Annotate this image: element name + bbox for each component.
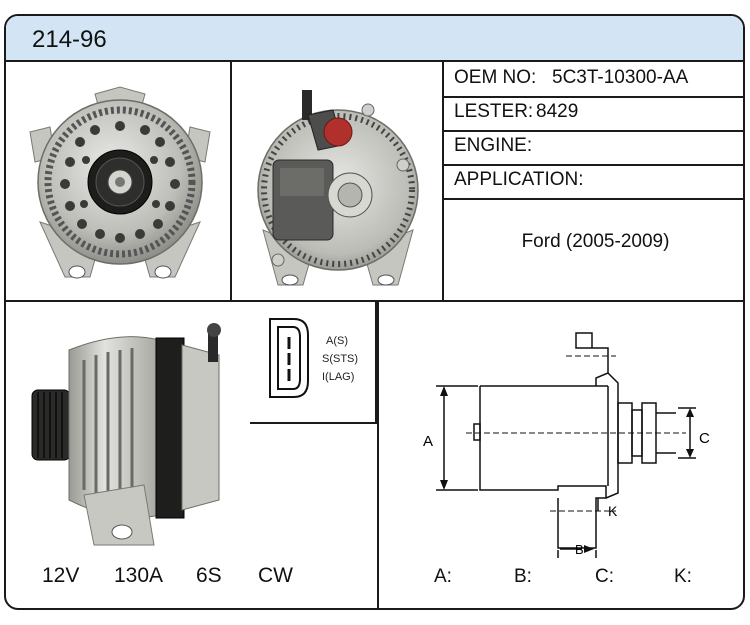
oem-label: OEM NO: [454,67,537,88]
pin-label-i: I(LAG) [322,371,355,383]
dim-field-c: C: [595,566,614,587]
oem-value: 5C3T-10300-AA [552,67,689,88]
pin-label-a: A(S) [326,335,348,347]
rating-rotation: CW [258,564,293,587]
spec-oem: OEM NO: 5C3T-10300-AA [444,62,743,96]
engine-label: ENGINE: [454,135,533,156]
connector-box: A(S) S(STS) I(LAG) [250,301,377,424]
pin-label-s: S(STS) [322,353,359,365]
connector-plug-icon [269,318,309,398]
lester-value: 8429 [536,101,579,122]
divider-v3 [377,300,379,608]
spec-application: APPLICATION: [444,164,743,198]
dimension-drawing: A C B K [423,332,710,558]
lester-label: LESTER: [454,101,534,122]
spec-engine: ENGINE: [444,130,743,164]
divider-spec-1 [442,96,743,98]
divider-v2 [442,62,444,300]
dim-field-a: A: [434,566,452,587]
alternator-rear-view [257,90,419,286]
alternator-side-view [31,323,221,546]
alternator-front-view [29,86,211,279]
divider-spec-3 [442,164,743,166]
divider-spec-4 [442,198,743,200]
dim-field-b: B: [514,566,532,587]
spec-sheet: 214-96 OEM NO: 5C3T-10300-AA LESTER: 842… [4,14,745,610]
part-number: 214-96 [32,26,107,53]
rating-voltage: 12V [42,564,80,587]
dim-mark-k: K [608,503,618,519]
rating-amperage: 130A [114,564,164,587]
dim-mark-b: B [575,542,584,557]
header-bar: 214-96 [6,16,743,62]
rating-pulley: 6S [196,564,222,587]
dim-mark-a: A [423,433,433,450]
dim-field-k: K: [674,566,692,587]
divider-spec-2 [442,130,743,132]
application-value: Ford (2005-2009) [521,231,670,252]
divider-v1 [230,62,232,300]
dim-mark-c: C [699,430,710,447]
divider-h-main [6,300,743,302]
spec-lester: LESTER: 8429 [444,96,743,130]
application-label: APPLICATION: [454,169,584,190]
